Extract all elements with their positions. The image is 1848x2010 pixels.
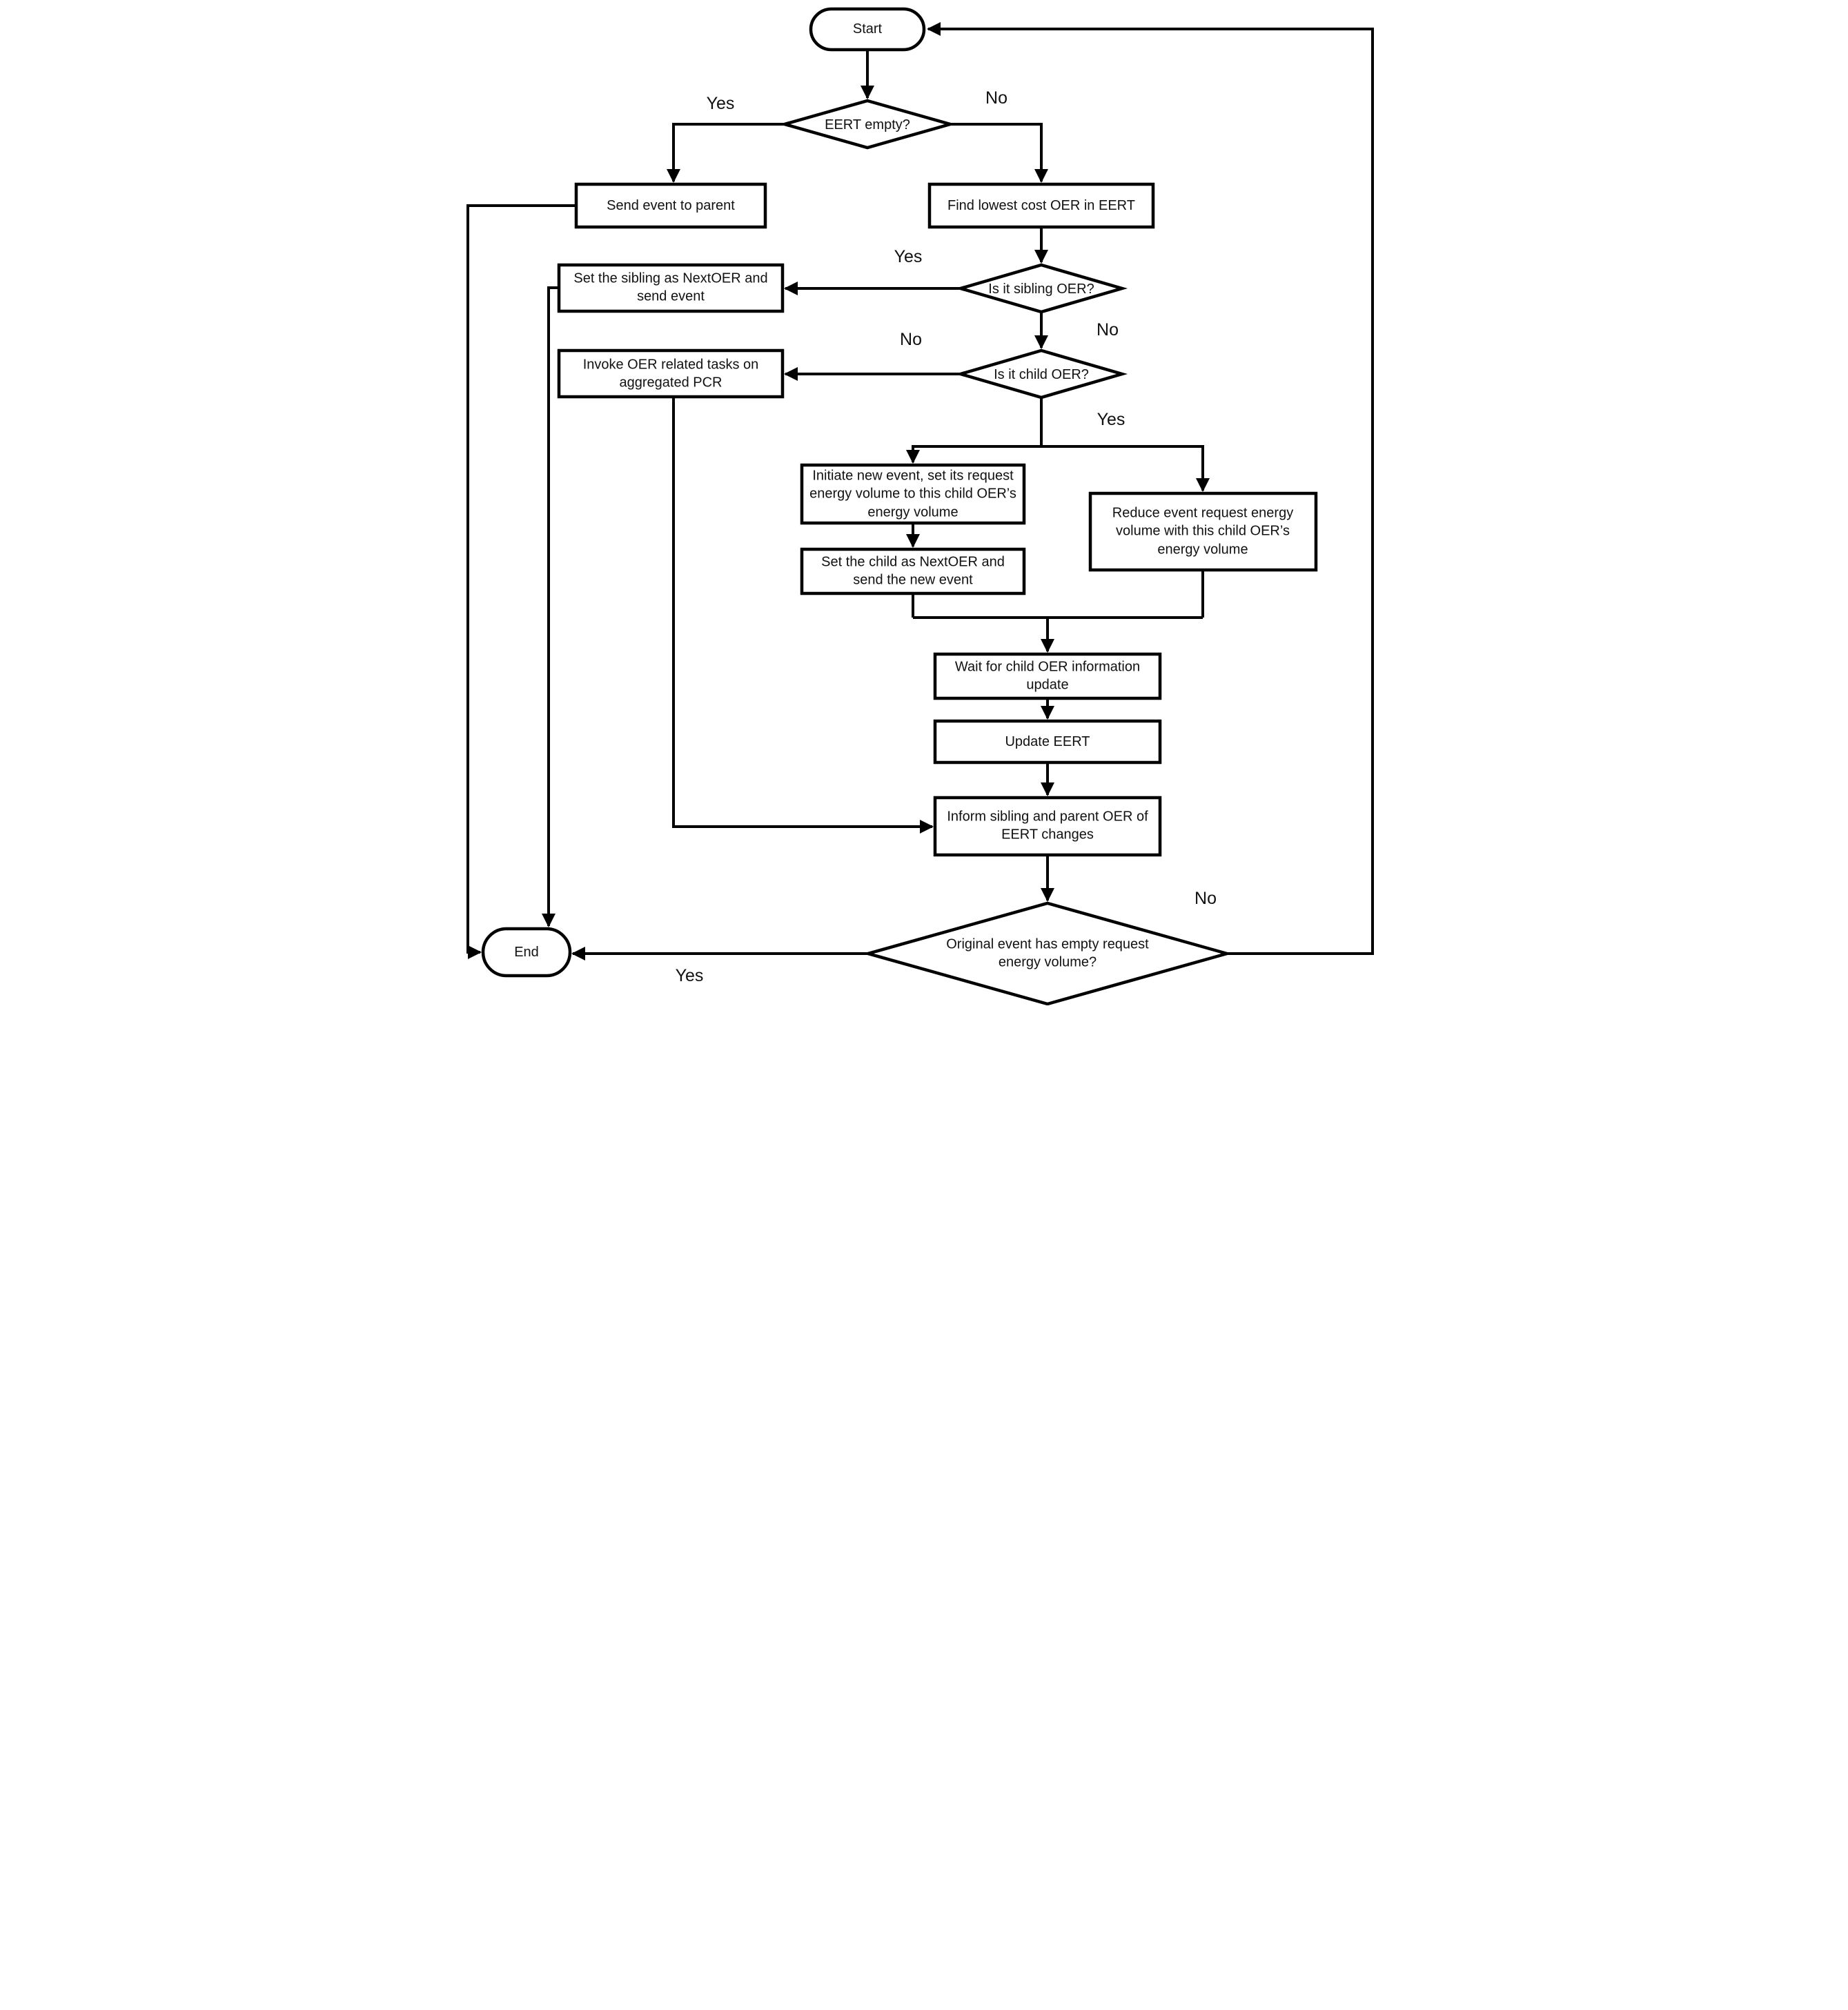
inform-changes-node [933,796,1162,857]
is-sibling-decision [954,263,1128,314]
flowchart: Start EERT empty? Send event to parent F… [462,0,1386,1005]
set-child-node [800,547,1026,595]
send-parent-node [574,182,767,229]
set-sibling-node [557,263,785,313]
edge-child-yes-to-reduce [1041,445,1210,492]
original-empty-decision [862,901,1233,1005]
wait-update-node [933,652,1162,700]
initiate-event-node [800,463,1026,525]
is-child-decision [954,348,1128,400]
end-node [481,927,572,978]
flowchart-canvas [466,7,1374,1005]
edge-invoke-to-inform [672,397,934,834]
find-lowest-node [927,182,1155,229]
edge-sendparent-to-end [466,204,576,959]
update-eert-node [933,719,1162,765]
invoke-pcr-node [557,348,785,399]
edge-setsibling-to-end [542,286,559,927]
start-node [809,7,926,52]
reduce-volume-node [1088,491,1318,572]
edge-original-no [927,22,1374,955]
edge-child-yes-to-initiate [906,445,1041,464]
edge-eert-no [950,123,1048,183]
eert-empty-decision [778,99,956,150]
edge-eert-yes [667,123,785,183]
